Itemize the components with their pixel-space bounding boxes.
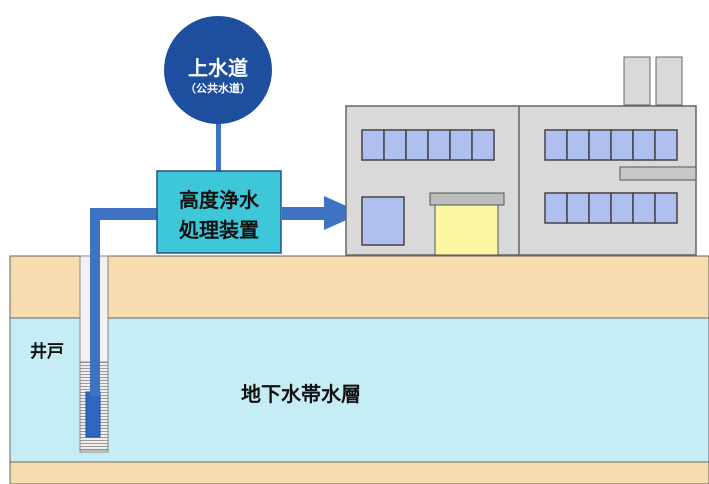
well-pump: [85, 391, 101, 438]
well-label: 井戸: [30, 342, 64, 362]
public-water-title: 上水道: [188, 56, 248, 80]
treatment-box: [156, 170, 282, 254]
factory-small-window: [361, 196, 405, 246]
aquifer-label: 地下水帯水層: [241, 382, 361, 406]
flow-arrow: [324, 196, 362, 230]
factory-door-canopy: [429, 192, 505, 206]
factory-windows-right-top: [544, 129, 678, 161]
factory-windows-right-bottom: [544, 192, 678, 224]
public-water-subtitle: （公共水道）: [185, 82, 251, 95]
factory-door: [434, 204, 499, 256]
aquifer-layer: [9, 317, 709, 463]
factory-ledge: [619, 166, 697, 181]
pipe-horizontal: [90, 208, 162, 220]
soil-layer-bottom: [9, 461, 709, 484]
chimney-right: [655, 56, 683, 106]
public-water-circle: [164, 16, 272, 124]
chimney-left: [623, 56, 651, 106]
flow-arrow-shaft: [282, 207, 328, 220]
supply-line: [216, 120, 221, 172]
soil-layer-top: [9, 255, 709, 319]
pipe-vertical: [90, 210, 100, 396]
treatment-label-line2: 処理装置: [179, 218, 259, 242]
treatment-label-line1: 高度浄水: [179, 188, 259, 212]
factory-windows-left: [361, 129, 495, 161]
